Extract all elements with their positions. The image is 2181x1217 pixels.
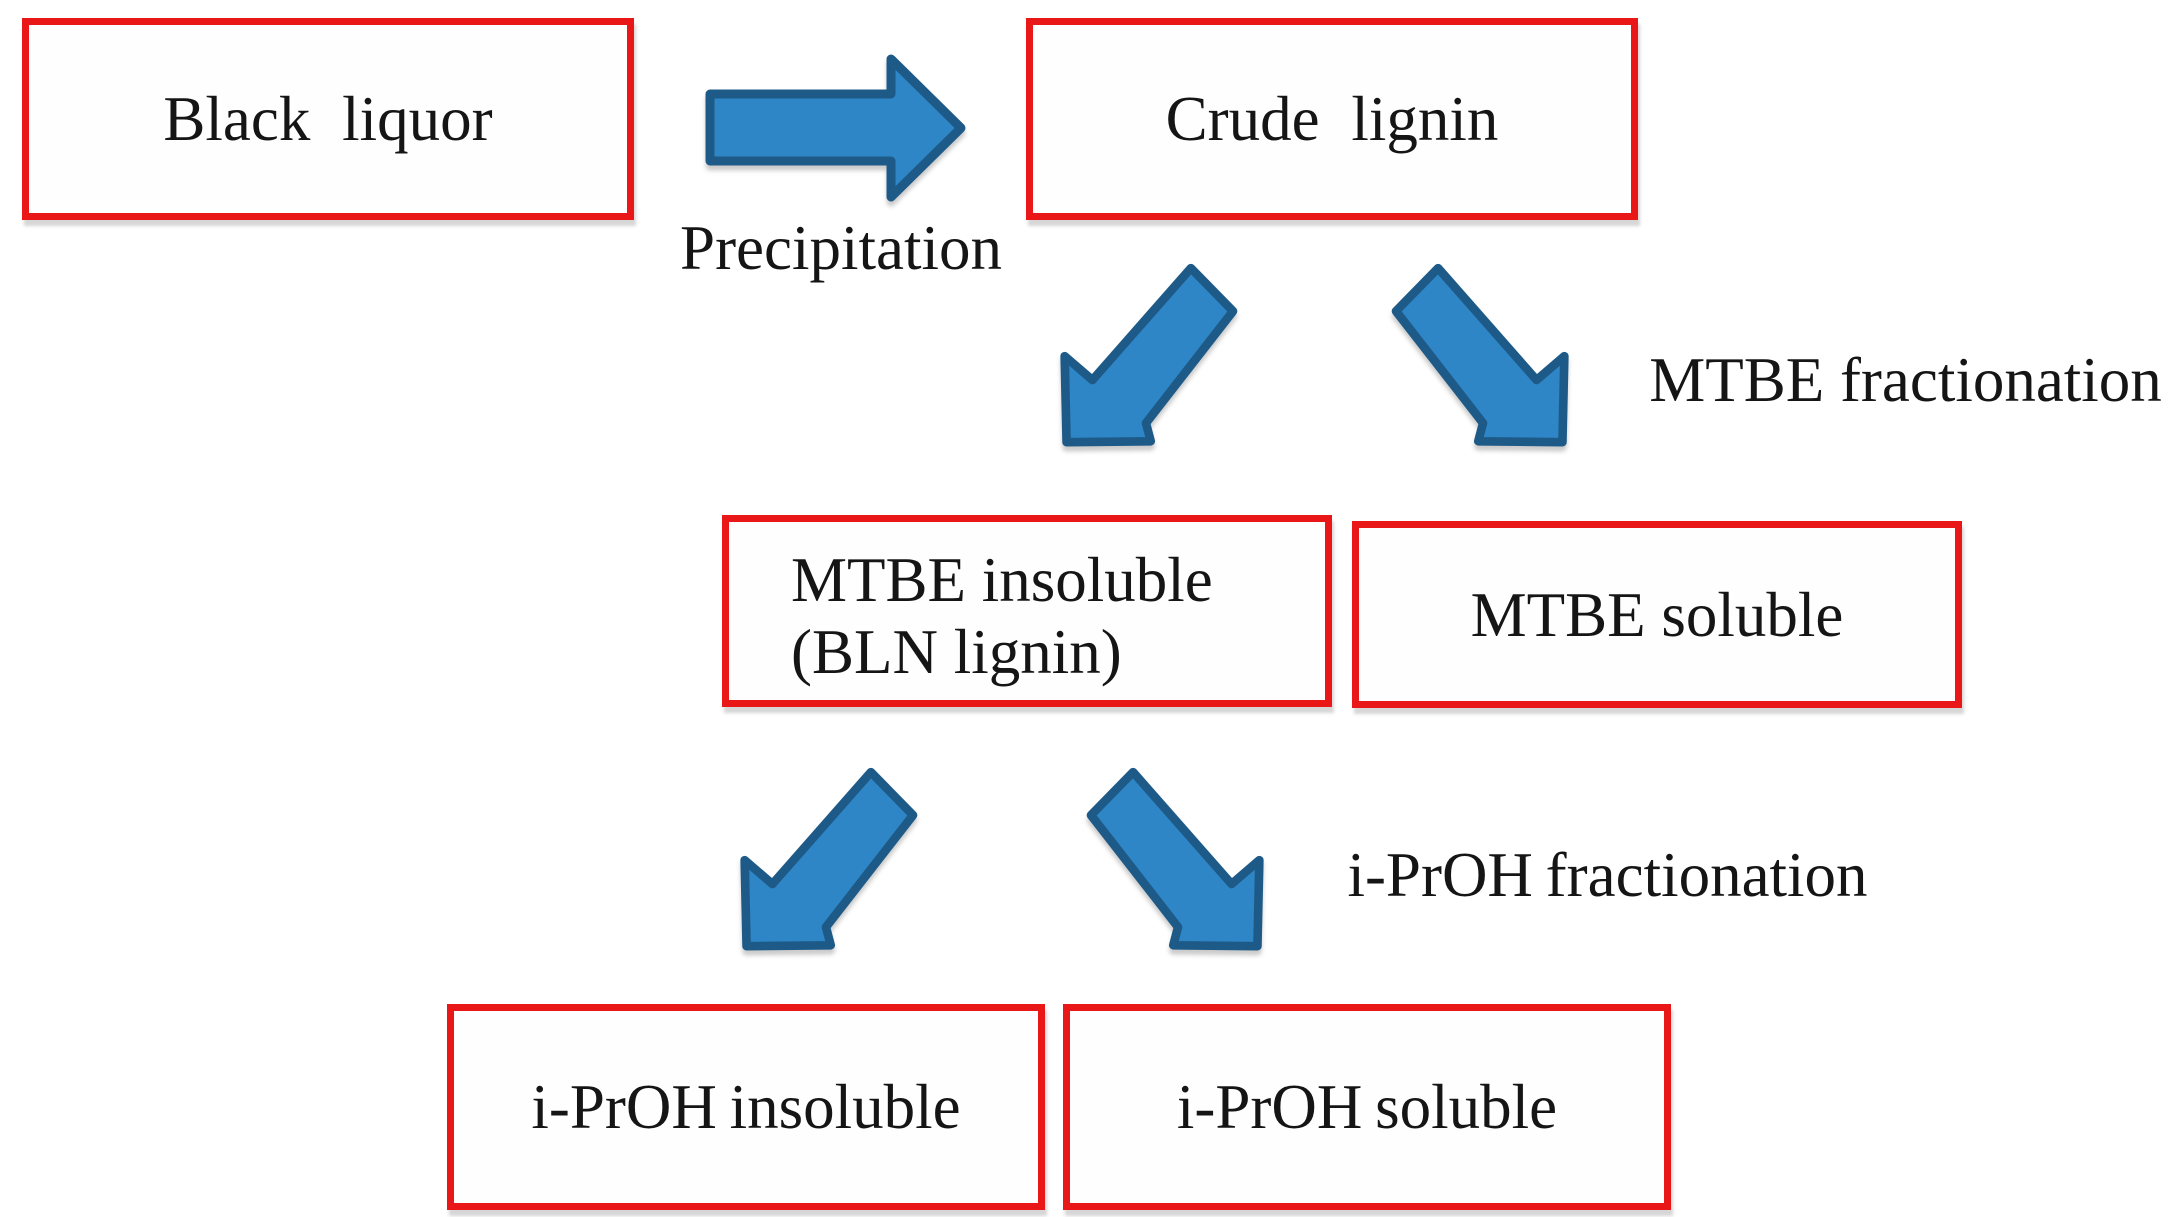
arrow-right-icon: [705, 53, 966, 202]
mtbe-fractionation-step-label: MTBE fractionation: [1649, 345, 2162, 415]
node-iproh-soluble-label: i-PrOH soluble: [1176, 1072, 1558, 1142]
node-crude-lignin: Crude lignin: [1026, 18, 1638, 220]
node-mtbe-insoluble: MTBE insoluble (BLN lignin): [722, 515, 1332, 707]
node-crude-lignin-label: Crude lignin: [1165, 84, 1499, 154]
node-mtbe-soluble-label: MTBE soluble: [1470, 579, 1844, 650]
node-mtbe-insoluble-label: MTBE insoluble (BLN lignin): [791, 544, 1213, 688]
arrow-down-left-icon: [737, 753, 957, 973]
arrow-down-right-icon: [1352, 252, 1572, 466]
node-iproh-soluble: i-PrOH soluble: [1063, 1004, 1671, 1210]
node-iproh-insoluble-label: i-PrOH insoluble: [531, 1072, 961, 1142]
precipitation-step-label: Precipitation: [680, 213, 1002, 283]
node-black-liquor: Black liquor: [22, 18, 634, 220]
node-iproh-insoluble: i-PrOH insoluble: [447, 1004, 1045, 1210]
iproh-fractionation-step-label: i-PrOH fractionation: [1347, 840, 1868, 910]
node-mtbe-insoluble-line1: MTBE insoluble: [791, 545, 1213, 615]
node-mtbe-insoluble-line2: (BLN lignin): [791, 617, 1122, 687]
node-mtbe-soluble: MTBE soluble: [1352, 521, 1962, 708]
arrow-down-right-icon: [1047, 753, 1267, 973]
node-black-liquor-label: Black liquor: [163, 84, 493, 154]
arrow-down-left-icon: [1057, 252, 1277, 466]
